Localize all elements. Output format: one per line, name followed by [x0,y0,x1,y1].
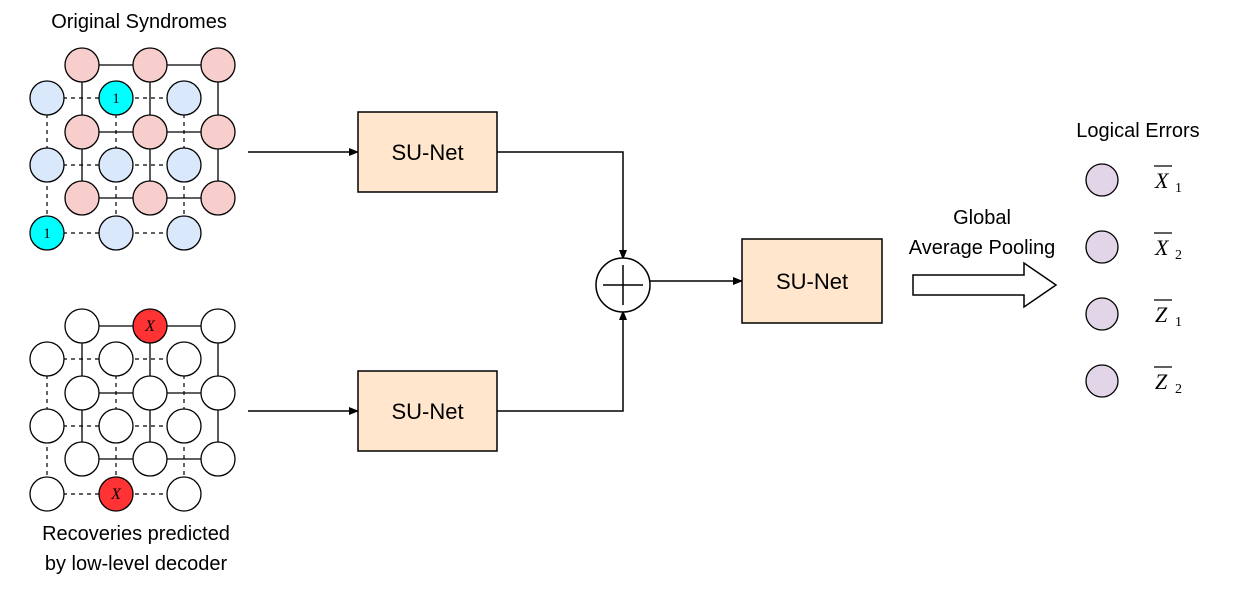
pooling-arrow-icon [912,261,1058,309]
logical-error-node [1085,163,1119,197]
pooling-label-line1: Global [953,207,1011,229]
sunet-block-top: SU-Net [357,111,498,193]
logical-error-symbol: Z [1155,369,1168,394]
recoveries-title-line1: Recoveries predicted [42,523,230,545]
recovery-node [29,408,65,444]
syndrome-node [200,47,236,83]
recoveries-title-line2: by low-level decoder [45,553,228,575]
recovery-node-error [98,476,134,512]
recovery-lattice: XX [29,308,236,512]
recovery-error-label: X [110,486,122,503]
recovery-node-error [132,308,168,344]
logical-error-subscript: 2 [1175,382,1182,397]
element-wise-sum-icon [595,257,651,313]
syndrome-node [200,114,236,150]
syndrome-node [132,180,168,216]
syndrome-flag-label: 1 [112,91,120,107]
syndrome-flag-label: 1 [43,226,51,242]
logical-error-node [1085,230,1119,264]
recovery-node [200,308,236,344]
logical-error-subscript: 1 [1175,315,1182,330]
sunet-block-bottom: SU-Net [357,370,498,452]
sunet-top-label: SU-Net [391,140,463,165]
syndrome-node [166,147,202,183]
syndrome-node [64,47,100,83]
recovery-error-label: X [144,318,156,335]
sunet-merged-label: SU-Net [776,269,848,294]
syndrome-node [64,180,100,216]
recovery-node [166,341,202,377]
logical-errors-title: Logical Errors [1076,120,1199,142]
logical-error-node [1085,364,1119,398]
recovery-node [64,308,100,344]
logical-error-symbol: X [1154,235,1170,260]
logical-error-subscript: 2 [1175,248,1182,263]
syndrome-node-flagged [98,80,134,116]
recovery-node [29,341,65,377]
logical-error-symbol: X [1154,168,1170,193]
logical-error-symbol: Z [1155,302,1168,327]
logical-error-subscript: 1 [1175,181,1182,196]
syndrome-node [98,215,134,251]
pooling-label-line2: Average Pooling [909,237,1055,259]
syndrome-node [98,147,134,183]
recovery-node [166,476,202,512]
recovery-node [64,441,100,477]
original-syndromes-title: Original Syndromes [51,11,227,33]
syndrome-node [29,147,65,183]
recovery-node [98,341,134,377]
recovery-node [200,375,236,411]
syndrome-node [132,114,168,150]
sunet-block-merged: SU-Net [741,238,883,324]
syndrome-node [29,80,65,116]
recovery-node [98,408,134,444]
syndrome-node [166,80,202,116]
sunet-bottom-label: SU-Net [391,399,463,424]
syndrome-node-flagged [29,215,65,251]
recovery-node [200,441,236,477]
recovery-node [29,476,65,512]
logical-error-node [1085,297,1119,331]
recovery-node [166,408,202,444]
arrow-top-sunet-to-sum [497,151,627,260]
syndrome-lattice: 11 [29,47,236,251]
syndrome-node [132,47,168,83]
recovery-node [64,375,100,411]
syndrome-node [64,114,100,150]
recovery-node [132,441,168,477]
syndrome-node [166,215,202,251]
recovery-node [132,375,168,411]
syndrome-node [200,180,236,216]
arrow-bottom-sunet-to-sum [497,310,627,412]
